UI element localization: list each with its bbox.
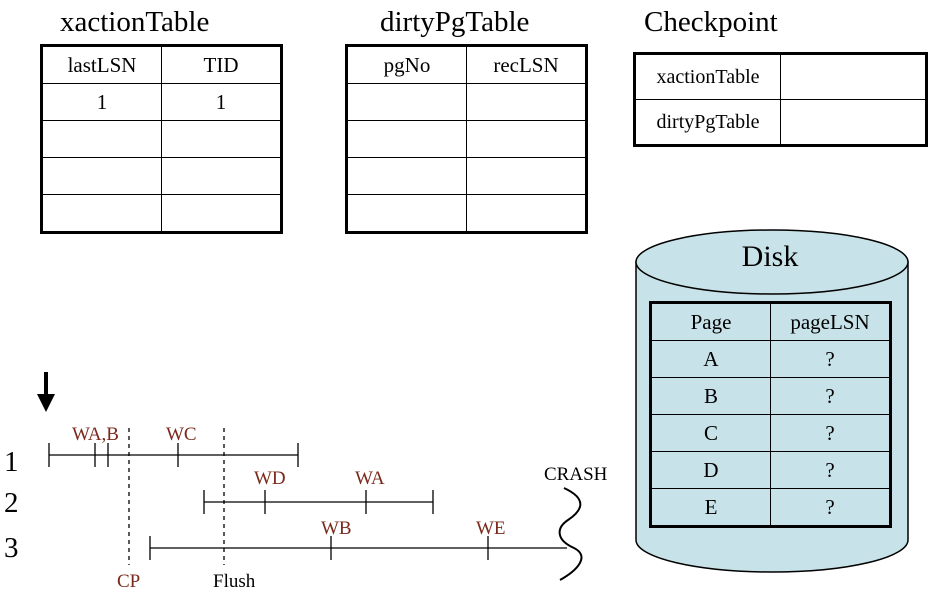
column-header-tid: TID (161, 45, 282, 84)
table-cell: ? (770, 377, 891, 415)
transaction-id-1: 1 (4, 446, 19, 478)
table-cell (161, 120, 282, 158)
column-header-pgno: pgNo (346, 45, 467, 84)
disk-page-table: Page pageLSN A ? B ? C ? D ? E ? (649, 301, 892, 528)
table-row: D ? (650, 451, 891, 489)
event-label-wc: WC (166, 424, 197, 445)
table-row: 1 1 (41, 83, 282, 121)
table-cell: ? (770, 340, 891, 378)
disk-title: Disk (742, 240, 799, 273)
table-row: B ? (650, 377, 891, 415)
event-label-wab: WA,B (72, 424, 119, 445)
table-header-row: pgNo recLSN (346, 45, 587, 84)
table-row: E ? (650, 488, 891, 527)
checkpoint-value (780, 53, 927, 100)
table-cell (41, 194, 162, 233)
table-cell (346, 120, 467, 158)
table-row: A ? (650, 340, 891, 378)
column-header-lastlsn: lastLSN (41, 45, 162, 84)
checkpoint-label: dirtyPgTable (634, 99, 781, 146)
table-row (41, 157, 282, 195)
table-cell (346, 157, 467, 195)
table-cell: ? (770, 414, 891, 452)
checkpoint-marker-label: CP (117, 571, 140, 592)
crash-label: CRASH (544, 464, 608, 485)
table-row (346, 194, 587, 233)
table-row (41, 194, 282, 233)
timeline-transaction-1 (48, 443, 299, 467)
table-cell: C (650, 414, 771, 452)
table-row (346, 157, 587, 195)
checkpoint-value (780, 99, 927, 146)
table-header-row: Page pageLSN (650, 302, 891, 341)
xaction-table: lastLSN TID 1 1 (40, 44, 283, 234)
table-cell (466, 120, 587, 158)
table-cell (41, 120, 162, 158)
checkpoint-label: xactionTable (634, 53, 781, 100)
table-row: dirtyPgTable (634, 99, 927, 146)
table-cell (466, 157, 587, 195)
dirty-pg-table: pgNo recLSN (345, 44, 588, 234)
timeline-transaction-3 (149, 536, 567, 560)
transaction-id-3: 3 (4, 532, 19, 564)
table-cell (466, 194, 587, 233)
table-cell: ? (770, 451, 891, 489)
table-cell: D (650, 451, 771, 489)
checkpoint-title: Checkpoint (644, 6, 778, 38)
table-row (41, 120, 282, 158)
table-cell (161, 194, 282, 233)
table-cell (346, 83, 467, 121)
table-cell (466, 83, 587, 121)
table-cell: E (650, 488, 771, 527)
event-label-wa: WA (355, 468, 385, 489)
table-cell (161, 157, 282, 195)
checkpoint-table: xactionTable dirtyPgTable (633, 52, 928, 147)
column-header-page: Page (650, 302, 771, 341)
table-cell: B (650, 377, 771, 415)
event-label-wb: WB (321, 518, 352, 539)
table-cell: 1 (161, 83, 282, 121)
table-cell: ? (770, 488, 891, 527)
column-header-pagelsn: pageLSN (770, 302, 891, 341)
table-row (346, 83, 587, 121)
timeline-transaction-2 (203, 490, 434, 514)
xaction-table-title: xactionTable (60, 6, 210, 38)
table-header-row: lastLSN TID (41, 45, 282, 84)
crash-squiggle (558, 487, 583, 581)
table-cell (41, 157, 162, 195)
disk-top (635, 229, 909, 295)
flush-marker-label: Flush (213, 571, 256, 592)
table-row (346, 120, 587, 158)
transaction-id-2: 2 (4, 487, 19, 519)
table-cell: A (650, 340, 771, 378)
table-row: xactionTable (634, 53, 927, 100)
event-label-we: WE (476, 518, 506, 539)
down-arrow-icon (37, 372, 55, 412)
dirty-pg-table-title: dirtyPgTable (380, 6, 530, 38)
table-cell: 1 (41, 83, 162, 121)
column-header-reclsn: recLSN (466, 45, 587, 84)
table-cell (346, 194, 467, 233)
event-label-wd: WD (254, 468, 286, 489)
table-row: C ? (650, 414, 891, 452)
